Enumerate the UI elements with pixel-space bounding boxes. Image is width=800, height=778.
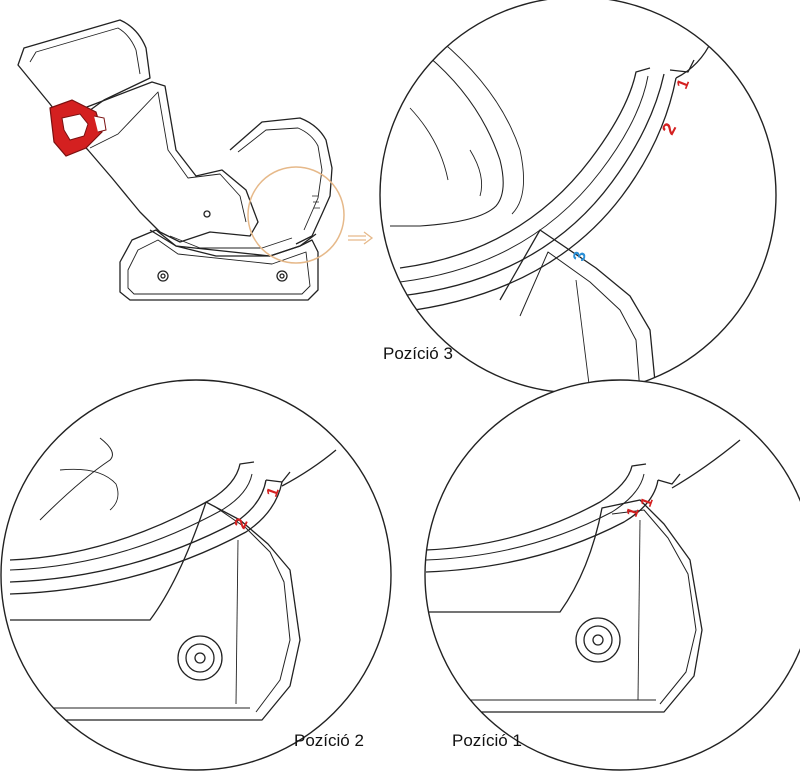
- base: [119, 229, 319, 301]
- seat-overview: [17, 19, 333, 301]
- side-wing-inner: [237, 127, 323, 231]
- seat-cushion-inner: [169, 235, 293, 249]
- caption-position-2: Pozíció 2: [294, 731, 364, 750]
- zoom-circle-position-3: [379, 0, 777, 394]
- backrest-shell: [57, 81, 259, 243]
- base-screw-right: [276, 270, 288, 282]
- zoom-circle-position-1: [424, 379, 800, 771]
- base-screw-position-1: [575, 617, 621, 663]
- base-screw-left: [157, 270, 169, 282]
- base-inner: [127, 239, 311, 295]
- side-wing: [229, 117, 333, 245]
- marker-3-top: 3: [569, 250, 590, 263]
- zoom-arrow: [348, 231, 374, 245]
- caption-position-1: Pozíció 1: [452, 731, 522, 750]
- headrest: [17, 19, 151, 121]
- backrest-inner: [89, 91, 247, 223]
- highlight-circle: [247, 166, 345, 264]
- zoom-circle-position-2: [0, 379, 392, 771]
- headrest-inner: [29, 27, 141, 75]
- base-screw-position-2: [177, 635, 223, 681]
- caption-position-3: Pozíció 3: [383, 344, 453, 363]
- belt-guide-clip: [49, 99, 107, 157]
